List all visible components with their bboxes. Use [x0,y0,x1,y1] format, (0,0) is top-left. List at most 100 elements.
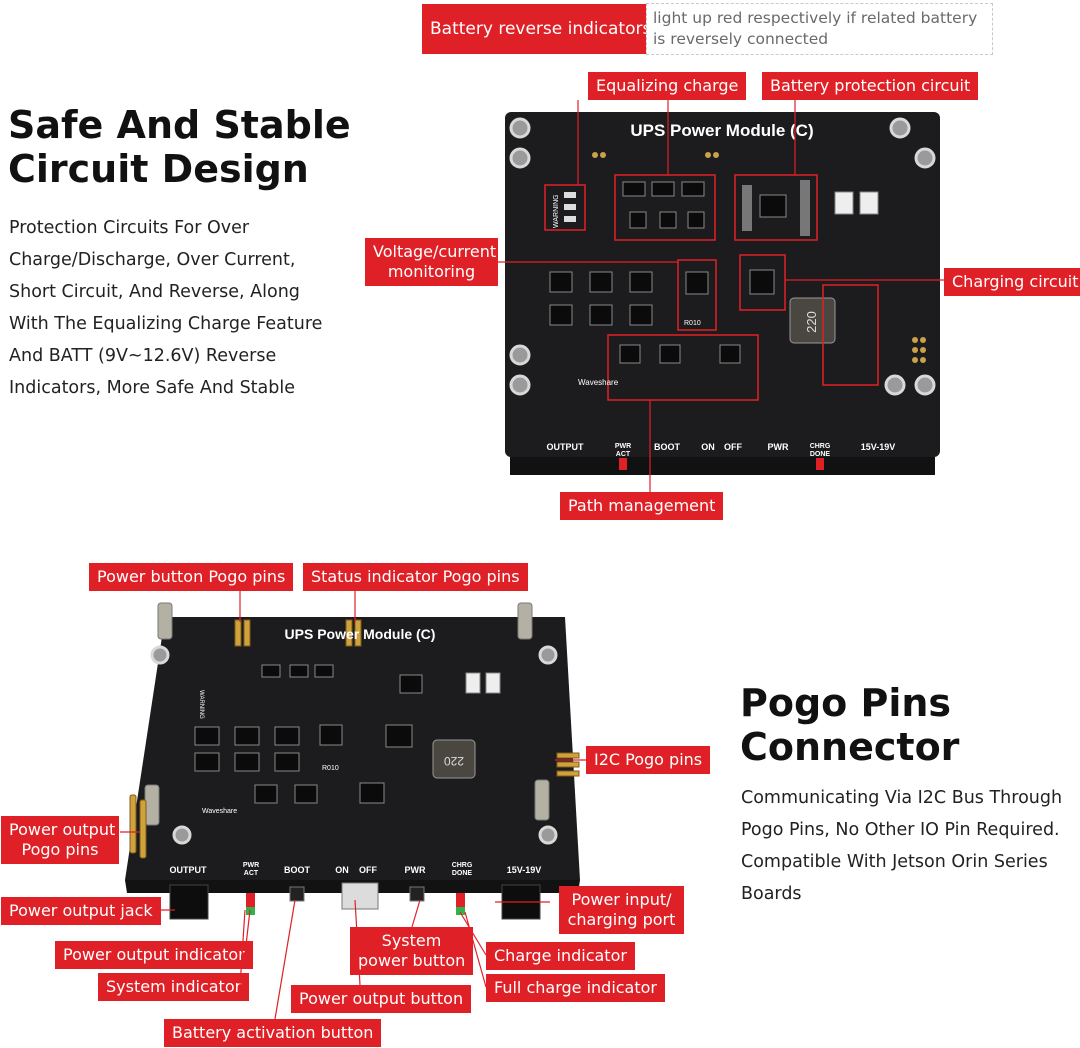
charging-block-2 [822,284,879,386]
section1-description-line: Protection Circuits For Over [9,218,250,238]
mounting-holes [509,117,936,396]
mounting-holes-2 [150,645,558,845]
ups-board-top-view: UPS Power Module (C) WARNING R010 220 [498,100,945,495]
silk-output-2: OUTPUT [170,865,208,875]
label-path-management: Path management [560,492,724,520]
pogo-pads [592,152,719,158]
section1-heading-line-2: Circuit Design [8,146,309,191]
silk-pwr-act-2b: ACT [244,870,259,877]
protection-chips [742,180,810,236]
label-line: charging port [567,910,676,929]
path-chips [619,344,741,364]
chip-array [194,664,423,804]
power-output-jack [169,884,209,920]
label-power-button-pogo: Power button Pogo pins [89,563,294,591]
silk-off: OFF [724,442,742,452]
warning-block [544,184,586,231]
section2-description-line: Pogo Pins, No Other IO Pin Required. [741,820,1060,840]
label-line: Pogo pins [21,840,99,859]
mosfet-grid [549,271,653,326]
section2-description-line: Communicating Via I2C Bus Through [741,788,1063,808]
section2-heading: Pogo Pins Connector [740,681,960,769]
silk-off-2: OFF [359,865,377,875]
silk-chrg-done-2: DONE [810,451,831,458]
section2-heading-line-2: Connector [740,724,960,769]
section1-description-line: Charge/Discharge, Over Current, [9,250,296,270]
silk-chrg-done-2a: CHRG [452,862,473,869]
label-power-output-button: Power output button [291,985,472,1013]
pcb-top [505,112,940,457]
label-power-output-indicator: Power output indicator [55,941,253,969]
shunt-resistors-2 [465,672,501,694]
section2-description-line: Boards [741,884,802,904]
callout-lines-top [498,100,945,495]
inductor-silk: 220 [804,311,819,333]
front-leds [246,893,465,915]
section1-description-line: With The Equalizing Charge Feature [9,314,323,334]
path-management-block [607,334,759,401]
board-title-2: UPS Power Module (C) [285,626,436,642]
label-equalizing-charge: Equalizing charge [588,72,747,100]
label-line: Power output [9,820,116,839]
ups-board-perspective-view: UPS Power Module (C) WARNING 220 R010 Wa… [125,602,580,920]
bottom-connector-strip [510,457,935,475]
label-system-power-button: System power button [350,927,473,975]
note-line: light up red respectively if related bat… [653,9,978,27]
reverse-led-pads [564,192,576,222]
label-line: monitoring [387,262,476,281]
charging-block [739,254,786,311]
warning-silk-2: WARNING [198,690,204,719]
label-battery-protection: Battery protection circuit [762,72,979,100]
label-charging-circuit: Charging circuit [944,268,1080,296]
note-battery-reverse: light up red respectively if related bat… [646,3,993,55]
inductor-silk-2: 220 [444,754,464,768]
label-i2c-pogo: I2C Pogo pins [586,746,711,774]
silk-pwr: PWR [768,442,789,452]
section1-description-line: Short Circuit, And Reverse, Along [9,282,300,302]
resistor-silk: R010 [684,320,701,327]
equalizing-block [614,174,716,241]
silk-pwr-2: PWR [405,865,426,875]
status-leds [619,458,824,470]
silk-input-voltage: 15V-19V [861,442,896,452]
label-line: Power input/ [571,890,672,909]
inductor-2 [432,739,476,779]
section1-description-line: And BATT (9V~12.6V) Reverse [9,346,277,366]
monitor-chip [685,271,709,295]
section2-description: Communicating Via I2C Bus Through Pogo P… [741,782,1062,910]
silk-boot: BOOT [654,442,681,452]
silk-pwr-act-2: ACT [616,451,631,458]
protection-block [734,174,818,241]
label-system-indicator: System indicator [98,973,250,1001]
section2-heading-line-1: Pogo Pins [740,681,952,725]
equalizing-chips [622,181,705,229]
silk-boot-2: BOOT [284,865,311,875]
section2-description-line: Compatible With Jetson Orin Series [741,852,1048,872]
silk-chrg-done-2b: DONE [452,870,473,877]
pogo-pins-power-output [129,794,147,859]
label-line: power button [358,951,466,970]
label-voltage-monitoring: Voltage/current monitoring [365,238,498,286]
silk-output: OUTPUT [547,442,585,452]
label-charge-indicator: Charge indicator [486,942,635,970]
label-full-charge-indicator: Full charge indicator [486,974,665,1002]
warning-silk: WARNING [553,194,560,228]
silk-pwr-act-1: PWR [615,443,631,450]
section1-description-line: Indicators, More Safe And Stable [9,378,296,398]
section1-heading: Safe And Stable Circuit Design [8,103,351,191]
front-buttons [289,882,425,910]
label-power-output-pogo: Power output Pogo pins [1,816,119,864]
silk-chrg-done-1: CHRG [810,443,831,450]
silk-pwr-act-2a: PWR [243,862,259,869]
label-status-pogo: Status indicator Pogo pins [303,563,528,591]
pogo-pins-i2c [556,752,580,777]
board-title: UPS Power Module (C) [630,121,813,140]
resistor-silk-2: R010 [322,765,339,772]
label-line: System [381,931,442,950]
section1-heading-line-1: Safe And Stable [8,103,351,147]
label-power-output-jack: Power output jack [1,897,161,925]
pogo-pins-top [234,619,362,647]
label-power-input: Power input/ charging port [559,886,684,934]
header-pins [912,337,926,363]
label-battery-reverse: Battery reverse indicators [422,4,660,54]
